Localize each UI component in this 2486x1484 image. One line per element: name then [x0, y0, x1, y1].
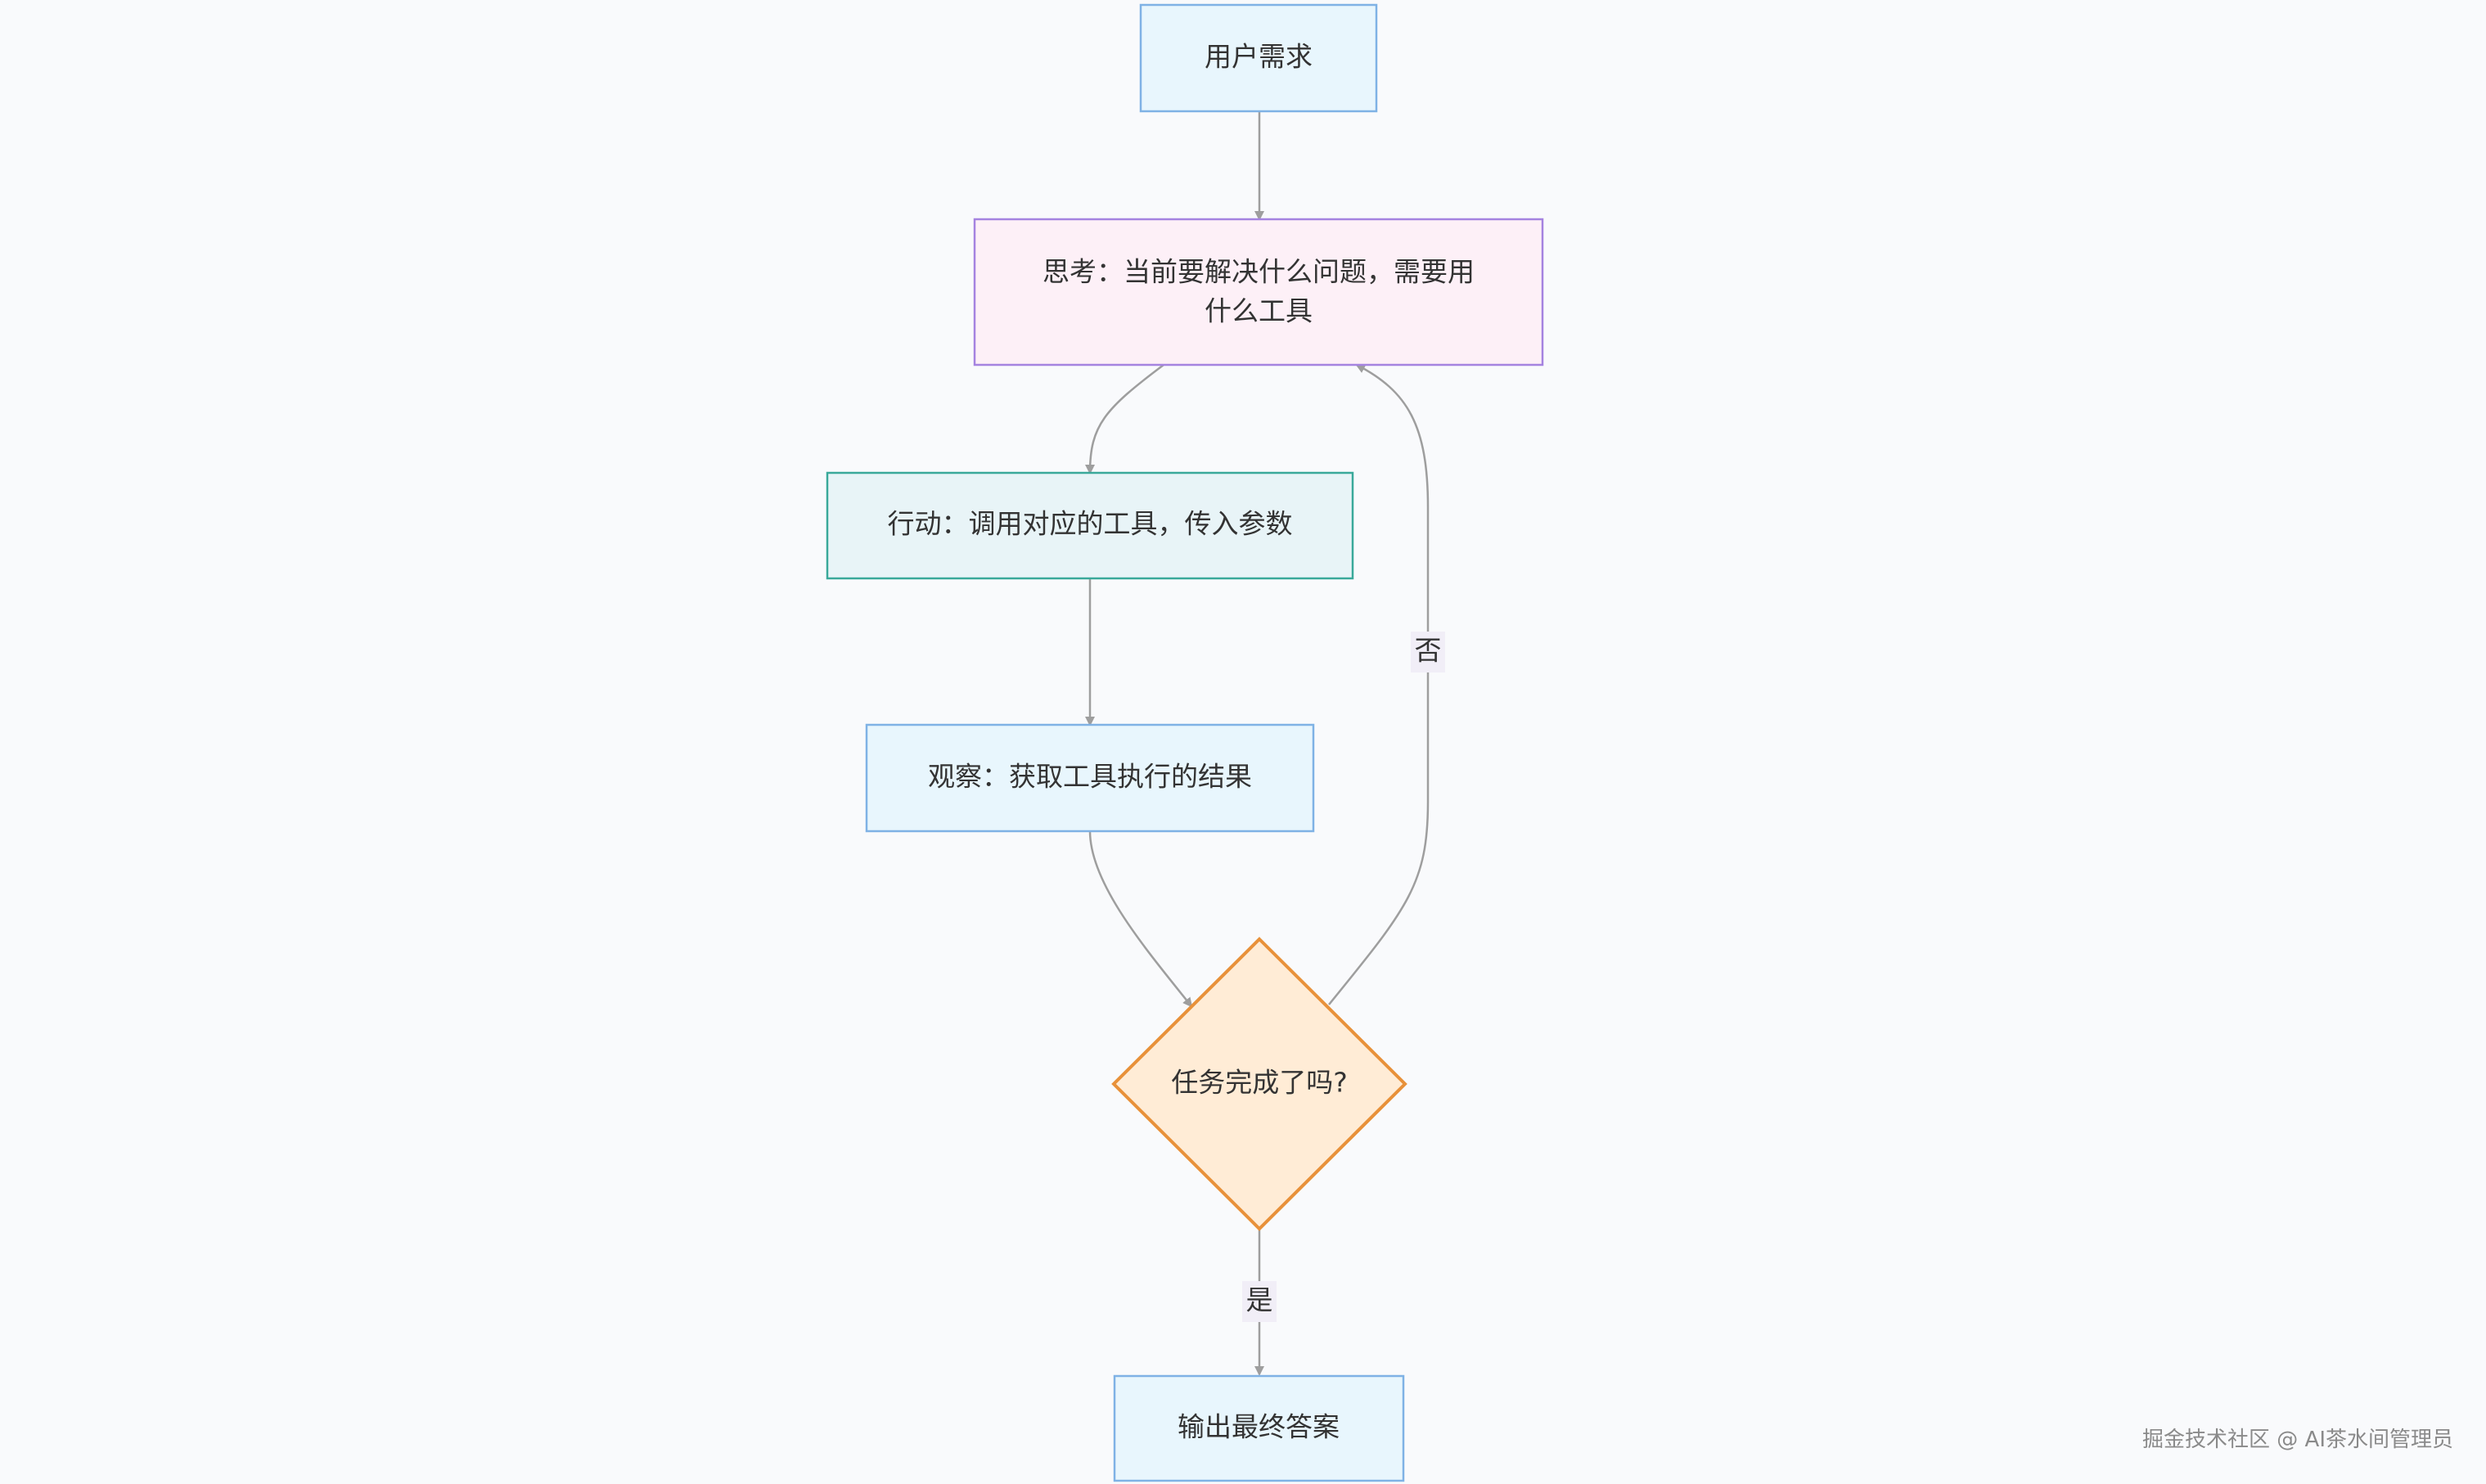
edge-label-no: 否 — [1411, 632, 1445, 672]
node-think: 思考：当前要解决什么问题，需要用 什么工具 — [973, 218, 1544, 367]
edge-think-to-action — [1085, 364, 1164, 474]
edge-label-yes: 是 — [1242, 1281, 1277, 1322]
node-think-label-line1: 思考：当前要解决什么问题，需要用 — [1043, 256, 1475, 288]
edge-label-yes-text: 是 — [1246, 1284, 1273, 1316]
node-action: 行动：调用对应的工具，传入参数 — [826, 471, 1354, 580]
edge-label-no-text: 否 — [1415, 635, 1442, 667]
node-output: 输出最终答案 — [1113, 1374, 1405, 1482]
node-observe: 观察：获取工具执行的结果 — [865, 723, 1315, 833]
edge-observe-to-decision — [1088, 830, 1193, 1008]
watermark: 掘金技术社区 @ AI茶水间管理员 — [2142, 1428, 2453, 1452]
node-decision-label: 任务完成了吗? — [1171, 1067, 1348, 1099]
node-output-label: 输出最终答案 — [1178, 1411, 1340, 1443]
edge-decision-no-to-think — [1328, 363, 1430, 1005]
node-user-need: 用户需求 — [1139, 3, 1378, 113]
node-action-label: 行动：调用对应的工具，传入参数 — [888, 508, 1293, 540]
node-observe-label: 观察：获取工具执行的结果 — [928, 761, 1252, 793]
node-decision: 任务完成了吗? — [1111, 937, 1407, 1231]
node-user-need-label: 用户需求 — [1205, 41, 1313, 73]
node-think-label-line2: 什么工具 — [1205, 295, 1313, 327]
